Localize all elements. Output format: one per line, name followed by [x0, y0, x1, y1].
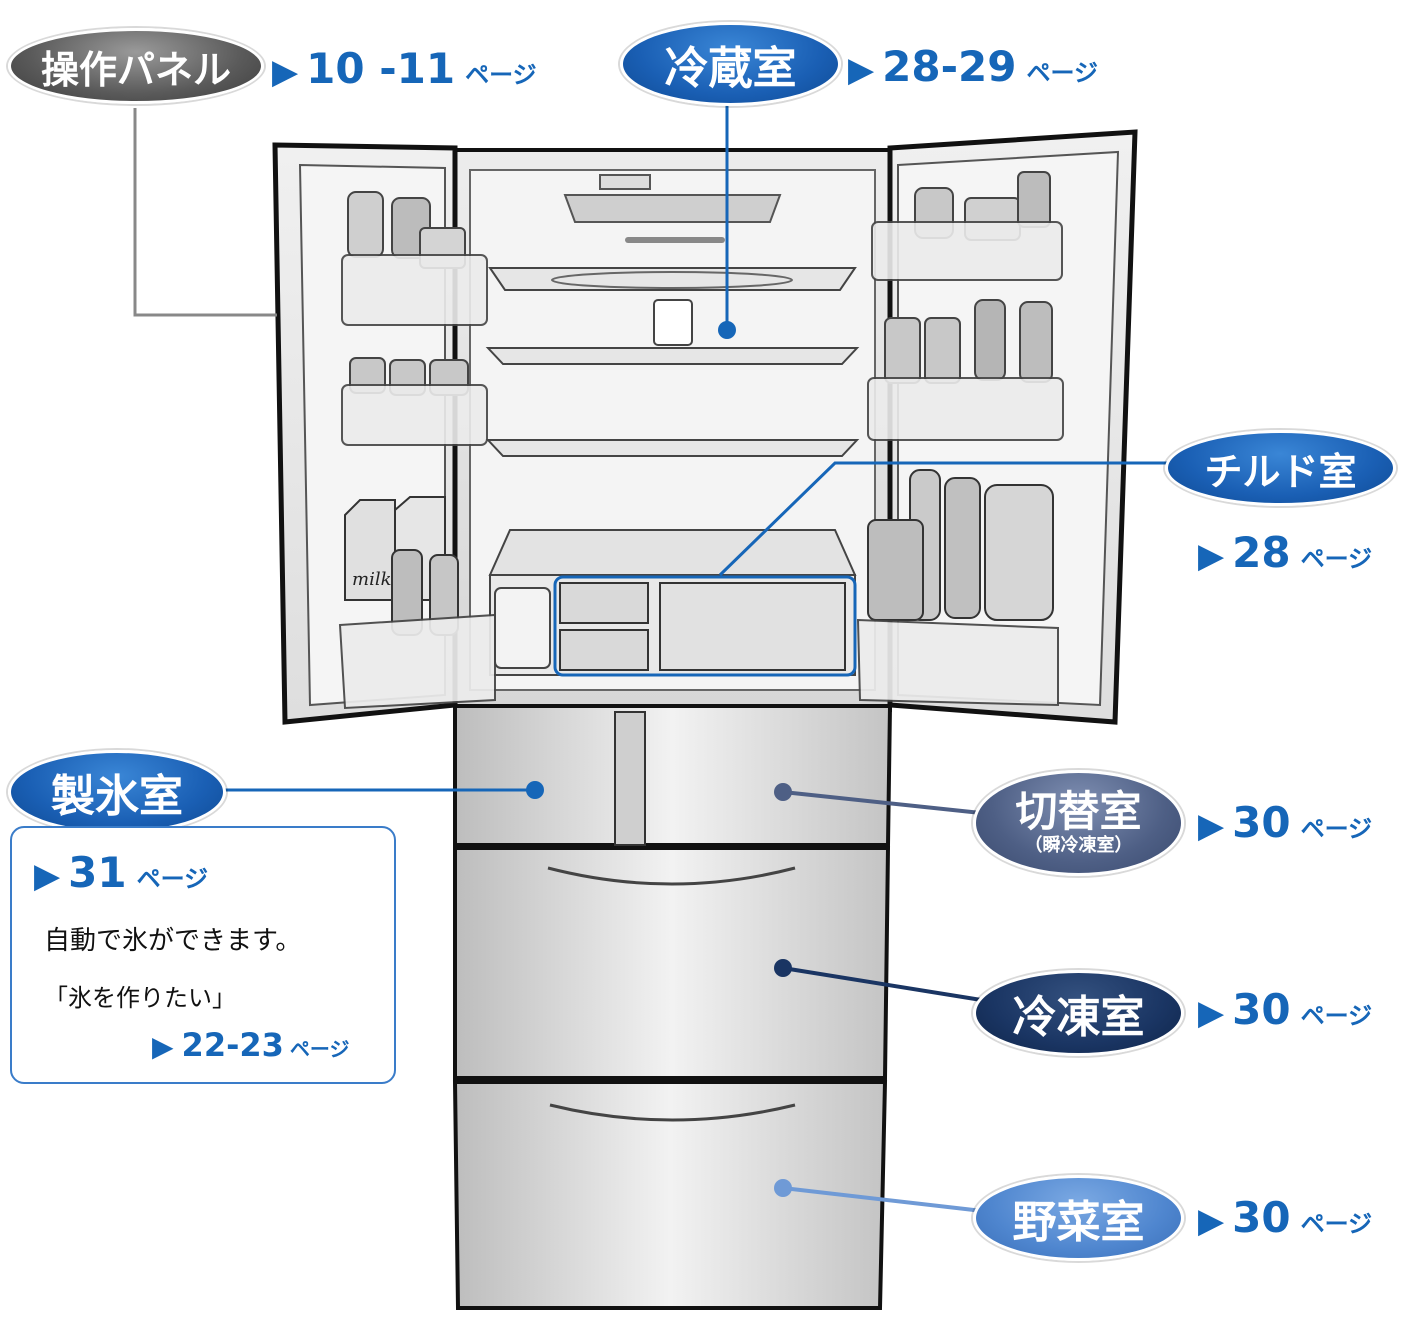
fridge-cabinet [453, 148, 892, 712]
veg-dot [774, 1179, 792, 1197]
freezer-page-ref[interactable]: ▶ 30 ページ [1198, 985, 1372, 1034]
veg-ref-number: 30 [1232, 1193, 1291, 1242]
panel-ref-page: ページ [465, 61, 537, 89]
leader-lines [133, 95, 1200, 1215]
lower-body [452, 704, 893, 1310]
panel-label: 操作パネル [8, 28, 264, 104]
ice-label: 製氷室 [8, 750, 226, 834]
play-icon: ▶ [1198, 536, 1225, 576]
ice-howto-number: 22-23 [181, 1026, 284, 1064]
ice-info-box: ▶ 31 ページ 自動で氷ができます。 「氷を作りたい」 ▶ 22-23 ページ [10, 826, 396, 1084]
switch-name: 切替室 [1015, 787, 1142, 836]
chilled-ref-number: 28 [1232, 528, 1291, 577]
switch-page-ref[interactable]: ▶ 30 ページ [1198, 798, 1372, 847]
ice-howto-ref[interactable]: ▶ 22-23 ページ [152, 1026, 350, 1064]
fridge-dot [718, 321, 736, 339]
right-door [856, 129, 1138, 725]
fridge-ref-page: ページ [1026, 59, 1099, 87]
panel-page-ref[interactable]: ▶ 10 -11 ページ [272, 44, 537, 93]
chilled-page-ref[interactable]: ▶ 28 ページ [1198, 528, 1372, 577]
switch-dot [774, 783, 792, 801]
play-icon: ▶ [848, 50, 875, 90]
fridge-shelf [485, 347, 860, 365]
fridge-label: 冷蔵室 [620, 22, 841, 106]
fridge-page-ref[interactable]: ▶ 28-29 ページ [848, 42, 1098, 91]
switch-subname: （瞬冷凍室） [1024, 835, 1133, 856]
fridge-ref-number: 28-29 [882, 42, 1017, 91]
fridge-shelf [488, 267, 857, 291]
freezer-ref-number: 30 [1232, 985, 1291, 1034]
left-door: milk [272, 142, 496, 725]
play-icon: ▶ [1198, 806, 1225, 846]
veg-label: 野菜室 [973, 1175, 1184, 1261]
play-icon: ▶ [34, 856, 61, 896]
milk-label: milk [352, 569, 392, 590]
play-icon: ▶ [272, 52, 299, 92]
play-icon: ▶ [152, 1030, 174, 1063]
milk-carton: milk [344, 499, 396, 601]
ice-dot [526, 781, 544, 799]
freezer-ref-page: ページ [1300, 1002, 1373, 1030]
fridge-shelf [485, 439, 860, 457]
switch-ref-page: ページ [1300, 815, 1373, 843]
ice-howto-page: ページ [289, 1037, 350, 1061]
chilled-ref-page: ページ [1300, 545, 1373, 573]
ice-description: 自動で氷ができます。 [44, 926, 302, 956]
ice-ref-number: 31 [68, 848, 127, 897]
play-icon: ▶ [1198, 1201, 1225, 1241]
switch-ref-number: 30 [1232, 798, 1291, 847]
panel-ref-number: 10 -11 [306, 44, 456, 93]
freezer-label: 冷凍室 [973, 970, 1184, 1056]
veg-page-ref[interactable]: ▶ 30 ページ [1198, 1193, 1372, 1242]
chilled-label: チルド室 [1165, 430, 1396, 506]
ice-howto-text: 「氷を作りたい」 [44, 984, 236, 1012]
ice-page-ref[interactable]: ▶ 31 ページ [34, 848, 208, 897]
ice-ref-page: ページ [136, 865, 209, 893]
play-icon: ▶ [1198, 993, 1225, 1033]
switch-label: 切替室 （瞬冷凍室） [973, 770, 1184, 876]
freezer-dot [774, 959, 792, 977]
veg-ref-page: ページ [1300, 1210, 1373, 1238]
